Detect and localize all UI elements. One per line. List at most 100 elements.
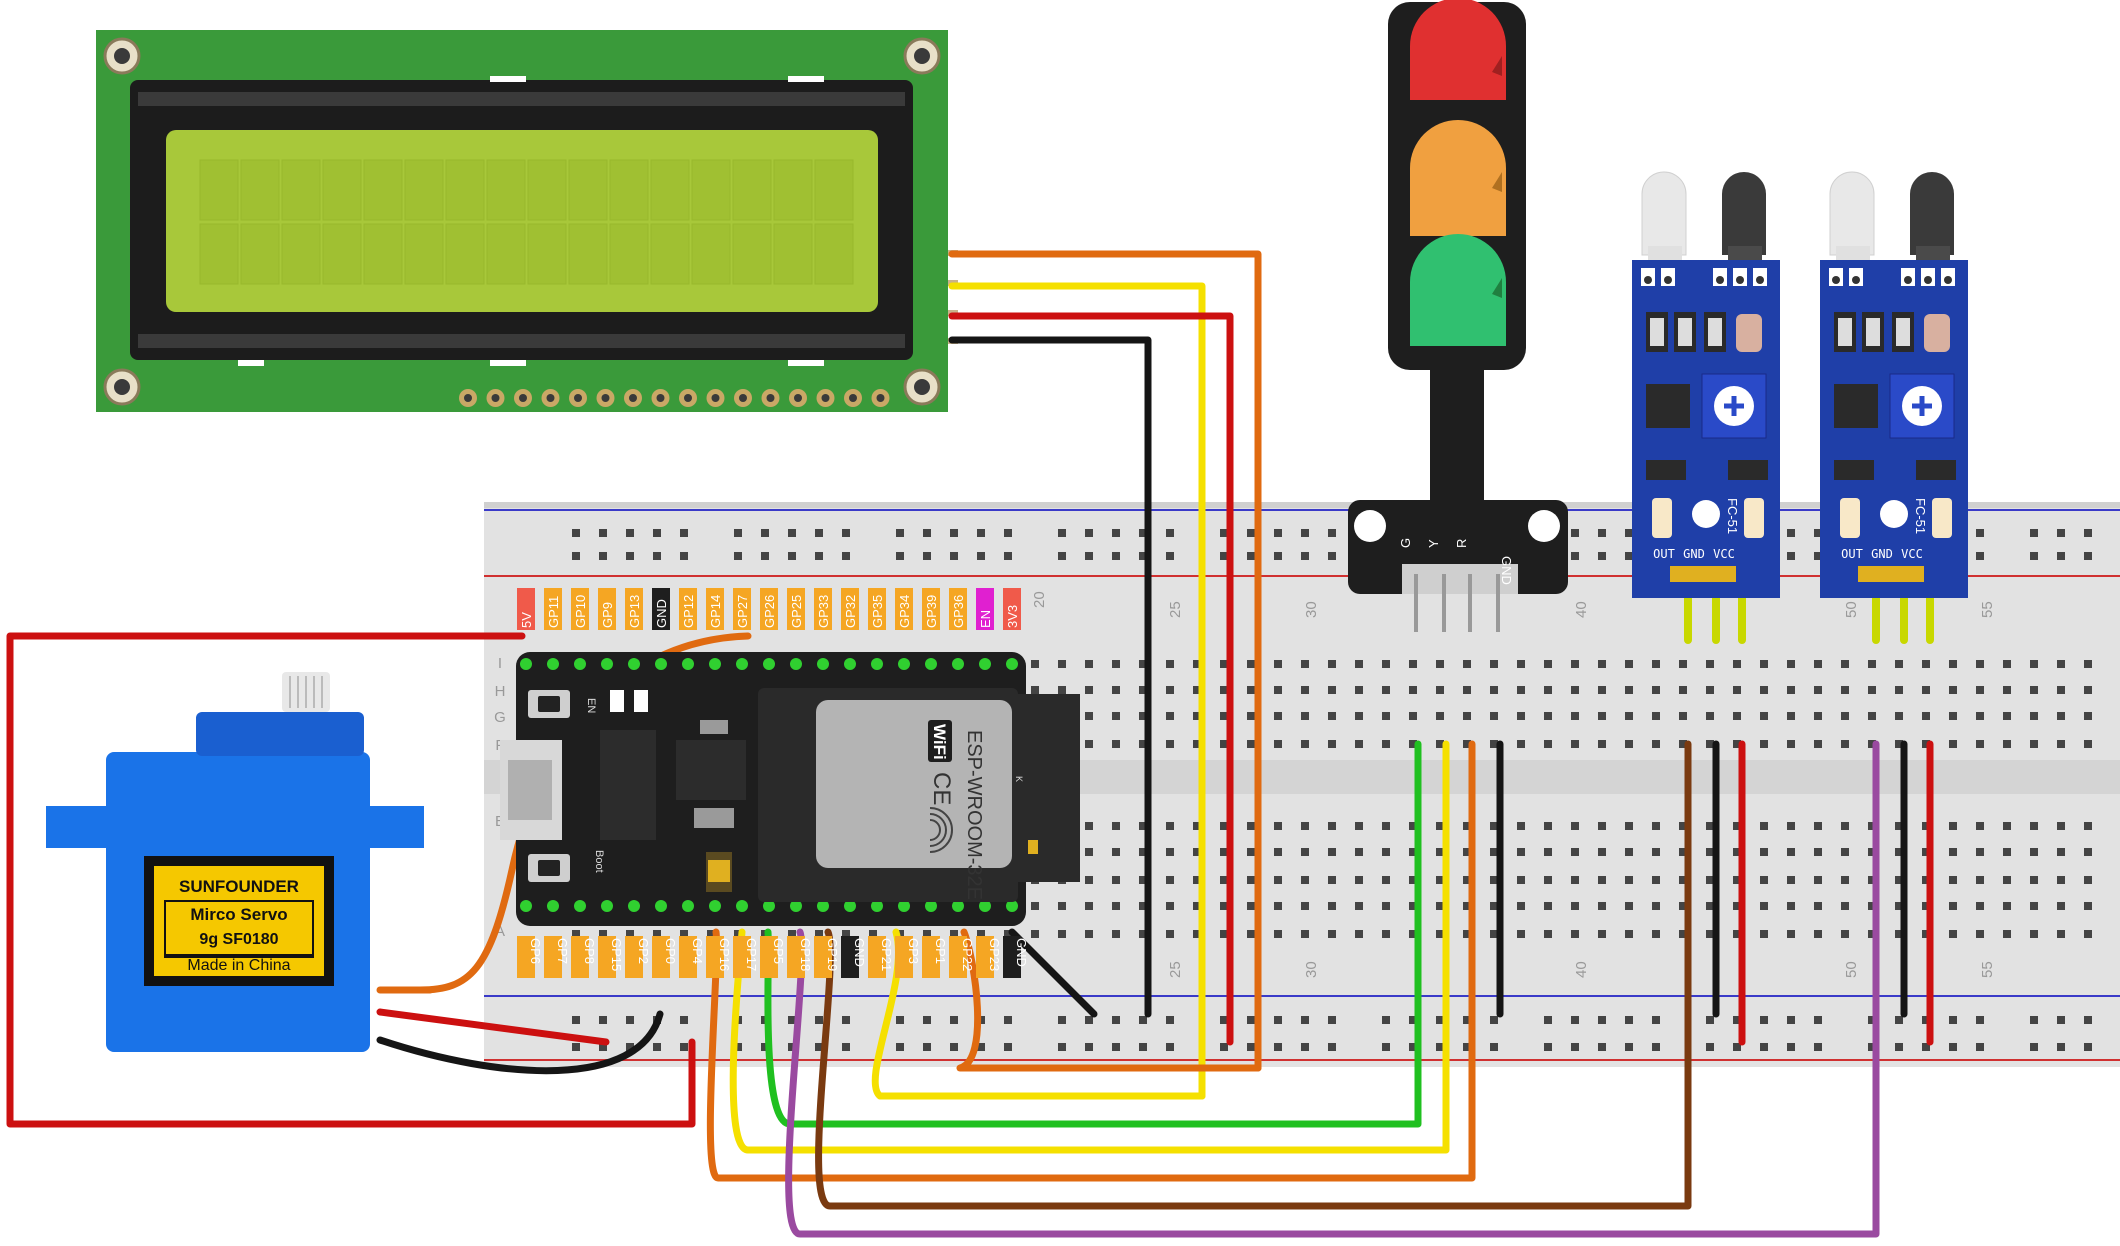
pin-label-text: GP33 <box>816 595 831 628</box>
breadboard-hole <box>2057 712 2065 720</box>
esp32-pin <box>520 900 532 912</box>
column-number: 30 <box>1303 601 1320 618</box>
breadboard-hole <box>1679 660 1687 668</box>
breadboard-hole <box>1058 1043 1066 1051</box>
breadboard-hole <box>1247 740 1255 748</box>
lcd-char-cell <box>363 159 403 221</box>
traffic-light-pole <box>1430 368 1484 508</box>
breadboard-hole <box>1841 930 1849 938</box>
breadboard-hole <box>1976 876 1984 884</box>
breadboard-hole <box>1571 1016 1579 1024</box>
en-button-cap[interactable] <box>538 696 560 712</box>
breadboard-hole <box>653 552 661 560</box>
breadboard-hole <box>869 930 877 938</box>
wire-lcd-sda <box>948 282 1206 1100</box>
breadboard-hole <box>1328 1043 1336 1051</box>
smd-resistor-body <box>1678 318 1692 346</box>
row-letter: G <box>494 709 506 726</box>
lcd-i2c-pins <box>948 250 958 344</box>
breadboard-hole <box>1085 1016 1093 1024</box>
breadboard-hole <box>1139 1016 1147 1024</box>
ir-pin-label: GND <box>1683 547 1705 561</box>
breadboard-hole <box>1166 930 1174 938</box>
solder-pad-hole <box>1852 276 1860 284</box>
breadboard-hole <box>1409 876 1417 884</box>
breadboard-hole <box>1976 1043 1984 1051</box>
pin-label-text: EN <box>978 610 993 628</box>
smd-resistor-body <box>1650 318 1664 346</box>
breadboard-hole <box>1490 902 1498 910</box>
breadboard-hole <box>1328 552 1336 560</box>
breadboard-hole <box>1139 822 1147 830</box>
breadboard-hole <box>788 529 796 537</box>
breadboard-hole <box>1598 660 1606 668</box>
breadboard-hole <box>1382 740 1390 748</box>
breadboard-hole <box>1085 660 1093 668</box>
breadboard-hole <box>1949 660 1957 668</box>
lcd-char-cell <box>527 159 567 221</box>
breadboard-hole <box>1625 552 1633 560</box>
lcd-char-cell <box>240 223 280 285</box>
breadboard-hole <box>1814 740 1822 748</box>
pin-label-text: GP10 <box>573 595 588 628</box>
breadboard-hole <box>1679 848 1687 856</box>
pin-label-gnd: GND <box>1499 556 1514 585</box>
smd-part <box>700 720 728 734</box>
pin-label-tag <box>625 588 643 630</box>
pin-label-text: GP12 <box>681 595 696 628</box>
wifi-label: WiFi <box>930 724 949 760</box>
breadboard-hole <box>1841 822 1849 830</box>
breadboard-hole <box>1112 552 1120 560</box>
breadboard-hole <box>1922 876 1930 884</box>
breadboard-hole <box>1247 930 1255 938</box>
breadboard-hole <box>1787 552 1795 560</box>
breadboard-hole <box>1679 740 1687 748</box>
breadboard-hole <box>1949 930 1957 938</box>
esp32-pin <box>601 900 613 912</box>
pin-label-tag <box>679 936 697 978</box>
breadboard-hole <box>1787 848 1795 856</box>
breadboard-hole <box>1976 686 1984 694</box>
breadboard-hole <box>1112 848 1120 856</box>
breadboard-hole <box>1922 848 1930 856</box>
signal-led <box>1744 498 1764 538</box>
breadboard-hole <box>2084 712 2092 720</box>
column-number: 50 <box>1843 961 1860 978</box>
power-led <box>1840 498 1860 538</box>
breadboard-hole <box>815 529 823 537</box>
breadboard-hole <box>923 552 931 560</box>
breadboard-hole <box>1004 1043 1012 1051</box>
breadboard-hole <box>1625 1043 1633 1051</box>
breadboard-hole <box>1706 902 1714 910</box>
breadboard-hole <box>1112 660 1120 668</box>
breadboard-hole <box>1193 822 1201 830</box>
breadboard-hole <box>1490 876 1498 884</box>
breadboard-hole <box>2030 876 2038 884</box>
breadboard-hole <box>1814 552 1822 560</box>
breadboard-hole <box>2084 552 2092 560</box>
lcd-pin-hole <box>491 394 500 402</box>
breadboard-hole <box>761 529 769 537</box>
lcd-char-cell <box>732 159 772 221</box>
breadboard-hole <box>2084 822 2092 830</box>
breadboard-hole <box>2030 529 2038 537</box>
breadboard-hole <box>1301 529 1309 537</box>
pin-label-text: GP26 <box>762 595 777 628</box>
breadboard-hole <box>1166 876 1174 884</box>
breadboard-hole <box>1463 876 1471 884</box>
boot-button-cap[interactable] <box>538 860 560 876</box>
esp32-pin <box>655 900 667 912</box>
breadboard-hole <box>2030 1016 2038 1024</box>
column-number: 40 <box>1573 961 1590 978</box>
pin-label-tag <box>760 936 778 978</box>
breadboard-hole <box>2030 1043 2038 1051</box>
regulator-tab <box>694 808 734 828</box>
breadboard-hole <box>1139 740 1147 748</box>
column-number: 25 <box>1167 601 1184 618</box>
esp32-pin <box>979 900 991 912</box>
breadboard-hole <box>1436 848 1444 856</box>
lcd-tick <box>238 360 264 366</box>
breadboard-hole <box>2030 712 2038 720</box>
wire-lcd-gnd <box>948 336 1152 1018</box>
breadboard-hole <box>1301 686 1309 694</box>
